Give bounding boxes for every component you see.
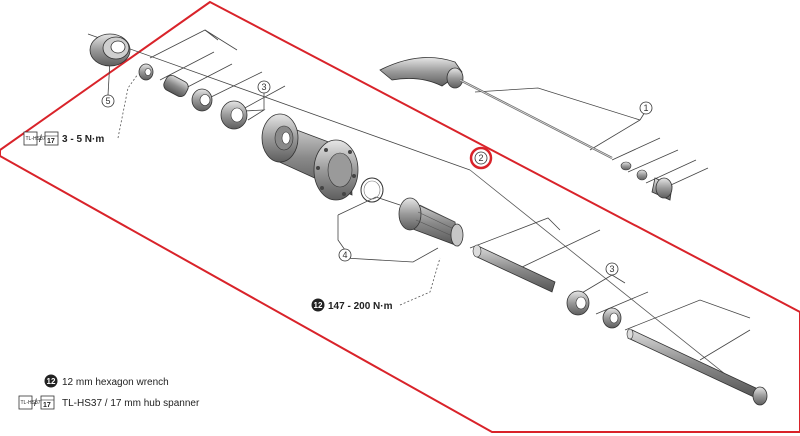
- quick-release-part: [379, 57, 673, 201]
- svg-text:TL-HS37 / 17 mm hub spanner: TL-HS37 / 17 mm hub spanner: [62, 398, 200, 409]
- freehub-body-part: [398, 197, 464, 247]
- callout-3-upper[interactable]: 3: [257, 80, 271, 94]
- svg-text:3: 3: [261, 82, 266, 92]
- bearing-upper-part: [220, 100, 248, 130]
- spanner-size-icon: [44, 131, 59, 146]
- svg-text:/: /: [39, 134, 42, 145]
- svg-text:5: 5: [105, 96, 110, 106]
- svg-text:/: /: [34, 398, 37, 409]
- hub-spanner-icon: [18, 395, 33, 410]
- axle-part: [626, 328, 768, 406]
- bearing-lower-part: [566, 290, 622, 329]
- svg-text:2: 2: [478, 153, 483, 163]
- leader-lines: [87, 29, 761, 403]
- callout-2[interactable]: 2: [469, 146, 493, 170]
- callout-4[interactable]: 4: [338, 248, 352, 262]
- callout-5[interactable]: 5: [101, 94, 115, 108]
- callout-1[interactable]: 1: [639, 101, 653, 115]
- hub-spanner-icon: [23, 131, 38, 146]
- svg-text:3 - 5 N·m: 3 - 5 N·m: [62, 134, 104, 145]
- torque-leader-dashed: [117, 73, 441, 306]
- svg-text:3: 3: [609, 264, 614, 274]
- washer-part: [138, 63, 154, 81]
- callout-3-lower[interactable]: 3: [605, 262, 619, 276]
- svg-text:1: 1: [643, 103, 648, 113]
- svg-text:17: 17: [47, 138, 55, 145]
- torque-lockring-annotation: 12 147 - 200 N·m: [311, 298, 393, 312]
- legend-spanner-row: TL-HS37 / 17 TL-HS37 / 17 mm hub spanner: [18, 395, 200, 410]
- hub-body-part: [261, 113, 359, 201]
- svg-text:12: 12: [47, 377, 56, 386]
- cone-nut-part: [191, 88, 213, 112]
- axle-sleeve-part: [472, 244, 556, 293]
- torque-locknut-annotation: TL-HS37 / 17 3 - 5 N·m: [23, 131, 104, 146]
- legend-wrench-row: 12 12 mm hexagon wrench: [44, 374, 169, 388]
- legend: 12 12 mm hexagon wrench TL-HS37 / 17 TL-…: [18, 374, 200, 410]
- svg-text:147 - 200 N·m: 147 - 200 N·m: [328, 301, 393, 312]
- locknut-part: [89, 33, 131, 67]
- svg-text:12: 12: [314, 301, 323, 310]
- hex-wrench-icon: [311, 298, 325, 312]
- svg-text:12 mm hexagon wrench: 12 mm hexagon wrench: [62, 377, 169, 388]
- svg-text:TL-HS37: TL-HS37: [26, 136, 46, 142]
- o-ring-part: [360, 177, 384, 203]
- spanner-size-icon: [40, 395, 55, 410]
- hex-wrench-icon: [44, 374, 58, 388]
- svg-text:4: 4: [342, 250, 347, 260]
- svg-text:17: 17: [43, 402, 51, 409]
- svg-text:TL-HS37: TL-HS37: [21, 400, 41, 406]
- spacer-part: [163, 75, 189, 97]
